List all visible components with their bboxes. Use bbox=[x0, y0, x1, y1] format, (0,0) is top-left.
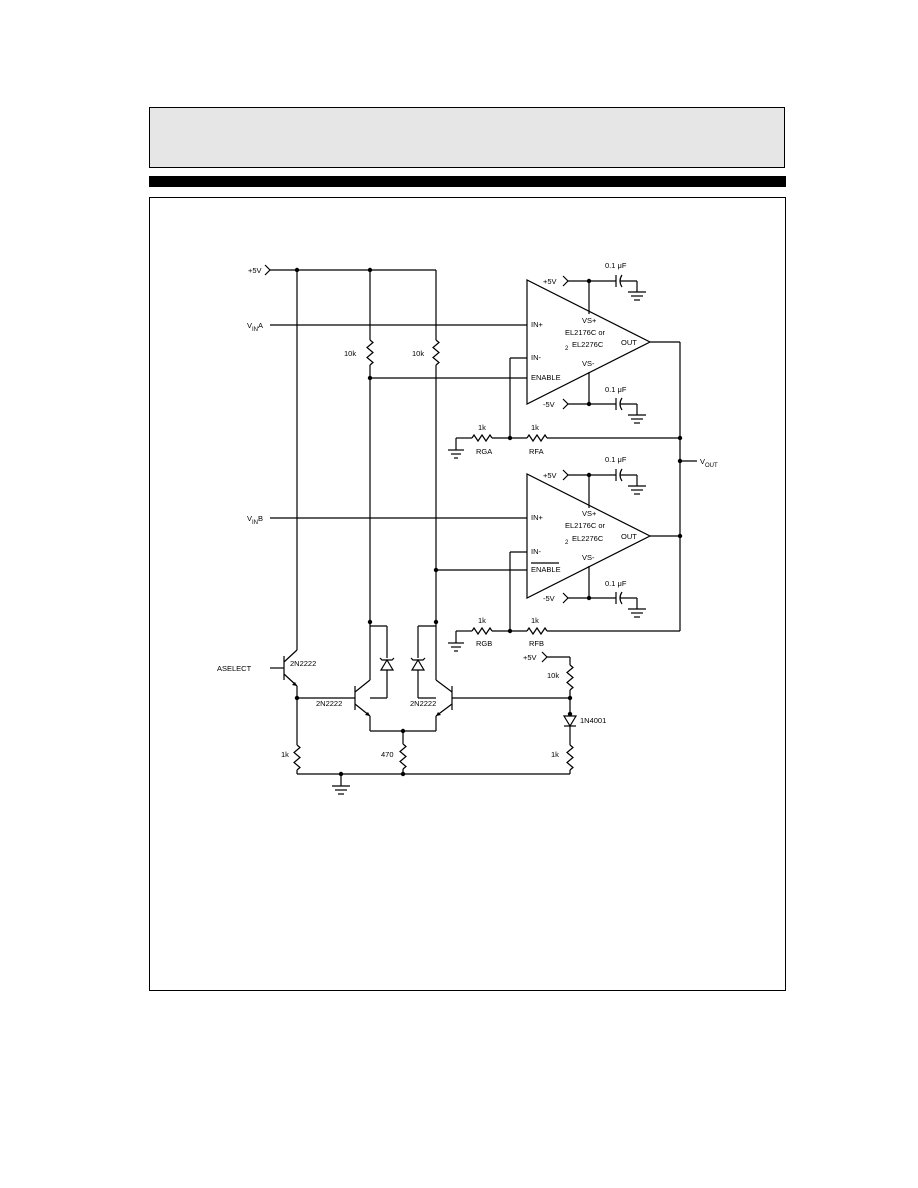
opamp-a-pin-enable: ENABLE bbox=[531, 373, 561, 382]
opamp-a-pin-out: OUT bbox=[621, 338, 637, 347]
transistor-right bbox=[410, 619, 570, 717]
opamp-a-pin-inm: IN- bbox=[531, 353, 542, 362]
r-tail-value: 470 bbox=[381, 750, 394, 759]
resistor-q1-emitter bbox=[293, 744, 301, 774]
opamp-a-neg-supply: -5V bbox=[543, 400, 555, 409]
opamp-a-cap-top: 0.1 μF bbox=[605, 261, 627, 270]
resistor-pullup-right bbox=[432, 339, 440, 622]
vin-b-label: VINB bbox=[247, 514, 263, 526]
resistor-pullup-left bbox=[366, 339, 374, 622]
resistor-rfa bbox=[526, 433, 680, 443]
opamp-a-part-line1: EL2176C or bbox=[565, 328, 606, 337]
opamp-b-part-line1: EL2176C or bbox=[565, 521, 606, 530]
resistor-rga bbox=[448, 433, 527, 459]
rga-value: 1k bbox=[478, 423, 486, 432]
r-pullup-right-value: 10k bbox=[412, 349, 424, 358]
opamp-b-pin-inp: IN+ bbox=[531, 513, 544, 522]
diode-label: 1N4001 bbox=[580, 716, 606, 725]
opamp-b-pin-out: OUT bbox=[621, 532, 637, 541]
opamp-a-cap-bottom: 0.1 μF bbox=[605, 385, 627, 394]
opamp-b-part-sub: 2 bbox=[565, 540, 569, 546]
tail-network bbox=[369, 716, 437, 774]
opamp-a-part-line2: EL2276C bbox=[572, 340, 604, 349]
opamp-a-pin-vsm: VS- bbox=[582, 359, 595, 368]
rfa-value: 1k bbox=[531, 423, 539, 432]
rgb-name: RGB bbox=[476, 639, 492, 648]
transistor-left bbox=[354, 619, 395, 717]
opamp-a-part-sub: 2 bbox=[565, 346, 569, 352]
r-pullup-left-value: 10k bbox=[344, 349, 356, 358]
opamp-b-part-line2: EL2276C bbox=[572, 534, 604, 543]
r-bias-bottom-value: 1k bbox=[551, 750, 559, 759]
rga-name: RGA bbox=[476, 447, 492, 456]
ground-rail bbox=[297, 771, 570, 795]
vout-node bbox=[679, 438, 697, 631]
resistor-rgb bbox=[448, 626, 527, 652]
opamp-b-pin-enable: ENABLE bbox=[531, 565, 561, 574]
opamp-b bbox=[507, 468, 683, 634]
rgb-value: 1k bbox=[478, 616, 486, 625]
section-divider-bar bbox=[149, 176, 786, 187]
opamp-b-neg-supply: -5V bbox=[543, 594, 555, 603]
header-box bbox=[149, 107, 785, 168]
opamp-a-pin-inp: IN+ bbox=[531, 320, 544, 329]
bias-divider bbox=[541, 651, 578, 774]
opamp-a-pin-vsp: VS+ bbox=[582, 316, 597, 325]
rfb-value: 1k bbox=[531, 616, 539, 625]
opamp-a-pos-supply: +5V bbox=[543, 277, 557, 286]
rfa-name: RFA bbox=[529, 447, 544, 456]
q-select-part: 2N2222 bbox=[290, 659, 316, 668]
opamp-b-cap-bottom: 0.1 μF bbox=[605, 579, 627, 588]
aselect-label: ASELECT bbox=[217, 664, 252, 673]
resistor-rfb bbox=[526, 626, 680, 636]
supply-pos-label: +5V bbox=[248, 266, 262, 275]
opamp-b-pin-inm: IN- bbox=[531, 547, 542, 556]
opamp-b-pin-vsp: VS+ bbox=[582, 509, 597, 518]
r-q1-emitter-value: 1k bbox=[281, 750, 289, 759]
r-bias-top-value: 10k bbox=[547, 671, 559, 680]
opamp-a bbox=[507, 274, 683, 464]
opamp-b-cap-top: 0.1 μF bbox=[605, 455, 627, 464]
q-right-part: 2N2222 bbox=[410, 699, 436, 708]
opamp-b-pos-supply: +5V bbox=[543, 471, 557, 480]
rfb-name: RFB bbox=[529, 639, 544, 648]
vout-label: VOUT bbox=[700, 457, 718, 469]
supply-rail-top bbox=[264, 264, 436, 276]
q-left-part: 2N2222 bbox=[316, 699, 342, 708]
opamp-b-pin-vsm: VS- bbox=[582, 553, 595, 562]
bias-supply-label: +5V bbox=[523, 653, 537, 662]
vin-a-label: VINA bbox=[247, 321, 263, 333]
